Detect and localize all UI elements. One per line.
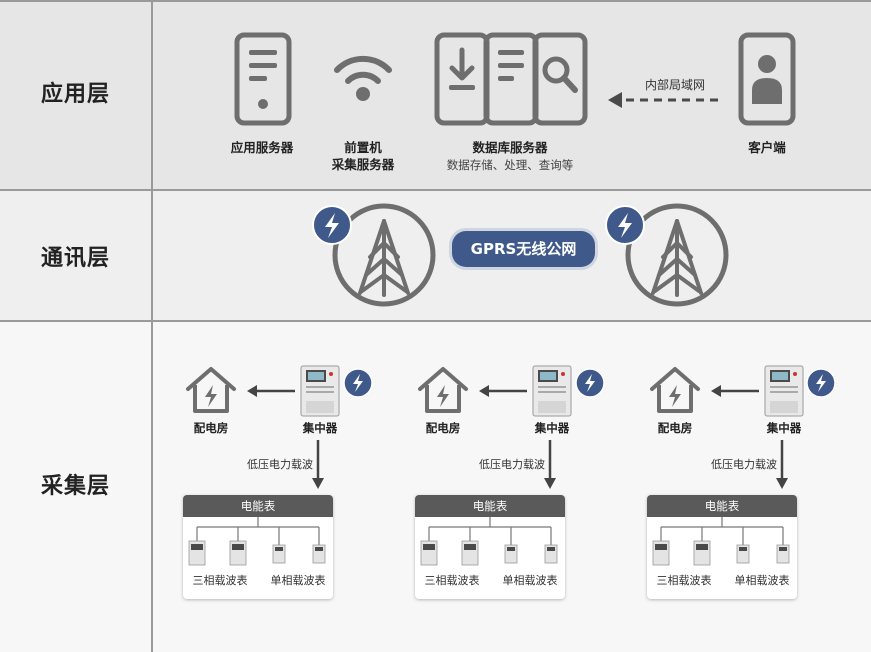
front-server-label-line2: 采集服务器 <box>331 157 395 172</box>
lightning-badge-icon <box>343 368 373 398</box>
meter-group-box: 电能表 三相载波表 单相载波表 <box>647 495 797 599</box>
three-phase-label: 三相载波表 <box>424 574 480 587</box>
left-tower-icon <box>312 203 436 307</box>
concentrator-device-icon <box>532 365 572 417</box>
single-phase-label: 单相载波表 <box>502 574 558 587</box>
concentrator-label: 集中器 <box>302 421 338 435</box>
lan-label: 内部局域网 <box>644 78 705 92</box>
arrow-left-icon <box>711 385 759 397</box>
layer-divider <box>151 0 153 652</box>
wifi-icon <box>334 55 392 101</box>
meter-title: 电能表 <box>415 495 565 517</box>
substation-house-icon <box>418 367 468 413</box>
arrow-left-icon <box>247 385 295 397</box>
substation-house-icon <box>186 367 236 413</box>
meter-title: 电能表 <box>647 495 797 517</box>
single-phase-label: 单相载波表 <box>734 574 790 587</box>
lightning-badge-icon <box>575 368 605 398</box>
substation-label: 配电房 <box>193 421 229 435</box>
single-phase-label: 单相载波表 <box>270 574 326 587</box>
arrow-down-icon <box>776 440 788 489</box>
carrier-label: 低压电力载波 <box>479 458 545 471</box>
client-label: 客户端 <box>748 140 786 155</box>
concentrator-label: 集中器 <box>766 421 802 435</box>
meter-group-box: 电能表 三相载波表 单相载波表 <box>415 495 565 599</box>
lightning-badge-icon <box>806 368 836 398</box>
db-server-desc: 数据存储、处理、查询等 <box>446 158 574 172</box>
meter-title: 电能表 <box>183 495 333 517</box>
three-phase-label: 三相载波表 <box>192 574 248 587</box>
substation-label: 配电房 <box>425 421 461 435</box>
db-server-label: 数据库服务器 <box>472 140 548 155</box>
carrier-label: 低压电力载波 <box>247 458 313 471</box>
meter-bus-diagram <box>188 517 326 566</box>
arrow-left-icon <box>479 385 527 397</box>
right-tower-icon <box>605 203 729 307</box>
concentrator-device-icon <box>300 365 340 417</box>
meter-bus-diagram <box>652 517 790 566</box>
concentrator-label: 集中器 <box>534 421 570 435</box>
meter-group-box: 电能表 三相载波表 单相载波表 <box>183 495 333 599</box>
client-icon <box>738 32 796 126</box>
carrier-label: 低压电力载波 <box>711 458 777 471</box>
front-server-label-line1: 前置机 <box>344 140 382 155</box>
concentrator-device-icon <box>764 365 804 417</box>
app-server-icon <box>234 32 292 126</box>
gprs-network-badge: GPRS无线公网 <box>452 231 595 267</box>
meter-bus-diagram <box>420 517 558 566</box>
lan-arrow-icon <box>608 92 720 108</box>
app-server-label: 应用服务器 <box>230 140 294 155</box>
arrow-down-icon <box>312 440 324 489</box>
substation-label: 配电房 <box>657 421 693 435</box>
arrow-down-icon <box>544 440 556 489</box>
three-phase-label: 三相载波表 <box>656 574 712 587</box>
database-server-icon <box>434 32 588 126</box>
layer-label-app: 应用层 <box>40 82 110 107</box>
substation-house-icon <box>650 367 700 413</box>
layer-label-comm: 通讯层 <box>40 246 110 271</box>
layer-label-collect: 采集层 <box>40 474 110 499</box>
